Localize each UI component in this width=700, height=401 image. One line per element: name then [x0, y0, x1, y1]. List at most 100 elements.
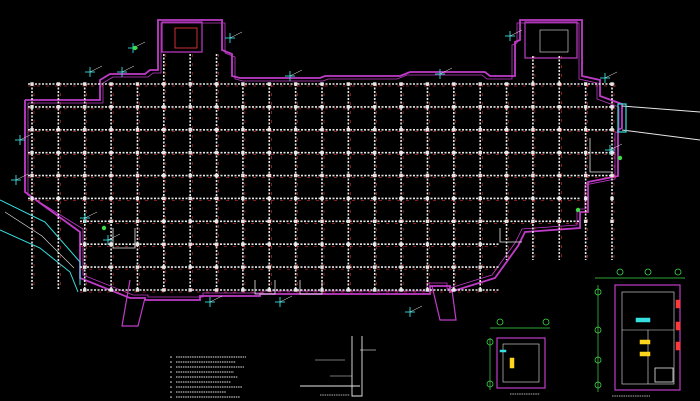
column-block [478, 150, 482, 155]
column-block [30, 196, 34, 201]
column-block [504, 173, 509, 178]
column-block [267, 150, 271, 155]
column-block [241, 105, 245, 109]
grid-bubble [644, 268, 652, 276]
leader-line [439, 67, 453, 75]
column-block [188, 128, 192, 132]
column-block [478, 82, 482, 86]
column-block [162, 265, 166, 269]
interior-room [299, 280, 323, 295]
column-block [425, 82, 430, 86]
column-block [162, 288, 166, 292]
large-room-fixture [639, 339, 651, 345]
column-block [188, 196, 192, 201]
column-block [56, 196, 61, 201]
column-block [241, 128, 245, 132]
room-detail-small [486, 318, 550, 395]
column-block [188, 265, 192, 269]
column-block [109, 196, 113, 201]
column-block [346, 82, 351, 86]
large-room-equipment [675, 299, 681, 309]
column-block [109, 265, 113, 269]
column-block [320, 105, 324, 109]
note-bullet [170, 381, 172, 383]
grid-bubble [616, 268, 624, 276]
outer-wall [24, 19, 623, 301]
large-room-outline [614, 284, 681, 391]
column-block [610, 196, 614, 201]
large-room-equipment [675, 321, 681, 331]
column-block [30, 105, 34, 109]
column-block [293, 288, 298, 292]
column-block [83, 150, 87, 155]
column-block [452, 128, 456, 132]
column-block [583, 196, 588, 201]
column-block [425, 219, 430, 224]
column-block [452, 288, 456, 292]
grid-bubble [486, 338, 494, 346]
large-room-label-box [635, 317, 651, 323]
bottom-stair-left [121, 279, 146, 327]
column-block [504, 219, 509, 224]
ramp-right-lower [621, 129, 700, 141]
grid-bubble [496, 318, 504, 326]
column-block [478, 128, 482, 132]
column-block [241, 288, 245, 292]
column-block [399, 105, 403, 109]
column-block [162, 82, 166, 86]
column-block [56, 150, 61, 155]
ramp-left-center [4, 211, 75, 269]
column-block [293, 150, 298, 155]
column-block [56, 128, 61, 132]
column-block [293, 173, 298, 178]
ramp-right-upper [621, 105, 700, 113]
column-block [610, 173, 614, 178]
column-block [162, 242, 166, 246]
column-block [109, 128, 113, 132]
column-block [109, 288, 113, 292]
stair-tower-left [161, 21, 203, 53]
column-block [241, 242, 245, 246]
column-block [214, 150, 219, 155]
column-block [557, 150, 561, 155]
column-block [531, 219, 535, 224]
column-block [214, 82, 219, 86]
leader-line [409, 305, 423, 313]
room-detail-large [594, 268, 685, 397]
interior-room [112, 228, 136, 249]
column-block [83, 173, 87, 178]
section-wall [351, 336, 363, 397]
column-block [399, 196, 403, 201]
leader-line [19, 133, 33, 141]
column-block [373, 265, 377, 269]
note-bullet [170, 356, 172, 358]
column-block [188, 288, 192, 292]
column-block [241, 150, 245, 155]
column-block [162, 173, 166, 178]
column-block [320, 196, 324, 201]
note-bullet [170, 366, 172, 368]
column-block [610, 82, 614, 86]
column-block [188, 105, 192, 109]
column-block [346, 242, 351, 246]
column-block [188, 242, 192, 246]
column-block [531, 196, 535, 201]
column-block [346, 288, 351, 292]
column-block [214, 105, 219, 109]
small-room-outline [496, 337, 546, 389]
column-block [320, 242, 324, 246]
column-block [346, 128, 351, 132]
column-block [135, 105, 140, 109]
column-block [109, 173, 113, 178]
column-block [557, 82, 561, 86]
column-block [452, 219, 456, 224]
column-block [531, 173, 535, 178]
column-block [83, 128, 87, 132]
column-block [135, 173, 140, 178]
leader-line [609, 143, 623, 151]
column-block [30, 128, 34, 132]
column-block [83, 82, 87, 86]
column-block [373, 288, 377, 292]
column-block [452, 150, 456, 155]
column-block [109, 150, 113, 155]
